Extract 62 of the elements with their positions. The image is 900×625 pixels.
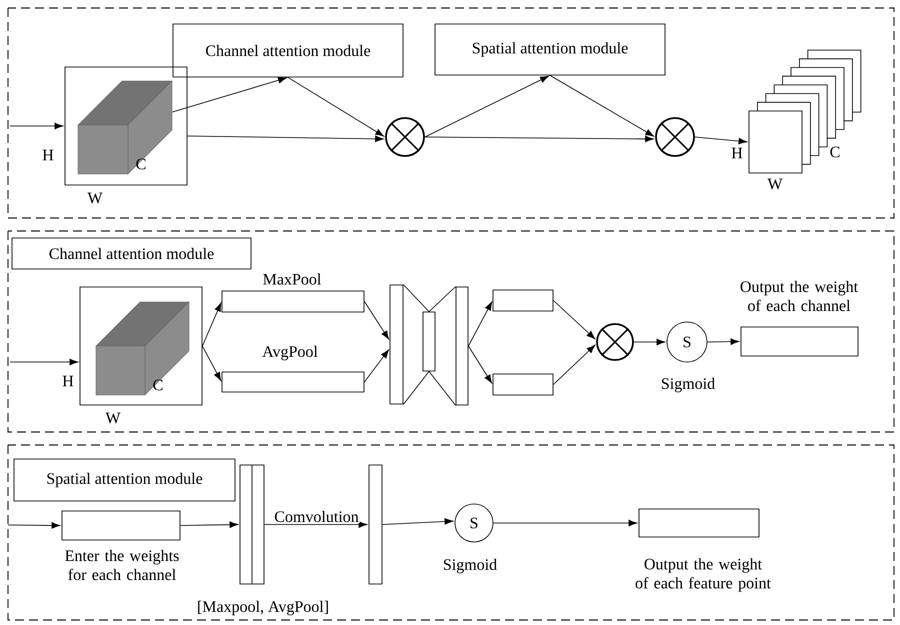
module-box: Spatial attention module bbox=[434, 24, 666, 76]
arrow bbox=[468, 302, 492, 346]
feature-bar bbox=[492, 290, 554, 312]
arrow bbox=[264, 521, 368, 528]
arrow bbox=[553, 300, 596, 340]
feature-map-stack-drawing: C bbox=[748, 50, 862, 174]
node-label: Output the weight of each channel bbox=[740, 280, 858, 312]
cube-drawing: C bbox=[80, 286, 202, 406]
arrow bbox=[187, 136, 384, 142]
axis-letter: W bbox=[767, 178, 783, 190]
arrow bbox=[202, 346, 222, 381]
arrow bbox=[180, 521, 238, 528]
multiply-symbol bbox=[596, 323, 634, 361]
pool-label: AvgPool bbox=[262, 346, 318, 360]
multiply-symbol bbox=[385, 117, 425, 157]
axis-letter: W bbox=[105, 412, 121, 424]
layer-bar bbox=[390, 284, 404, 404]
module-box: Channel attention module bbox=[12, 238, 252, 270]
function-label: Sigmoid bbox=[444, 558, 497, 574]
pool-label: MaxPool bbox=[263, 273, 322, 285]
arrow bbox=[364, 301, 390, 340]
input-box bbox=[62, 510, 180, 540]
arrow bbox=[550, 75, 654, 137]
arrow bbox=[493, 520, 638, 526]
output-box bbox=[638, 508, 760, 538]
arrow bbox=[10, 122, 64, 130]
arrow bbox=[634, 338, 666, 346]
arrow bbox=[382, 518, 454, 525]
multiply-symbol bbox=[655, 117, 695, 157]
axis-letter: H bbox=[62, 376, 74, 386]
arrow bbox=[468, 346, 492, 384]
arrow bbox=[553, 344, 596, 385]
arrow bbox=[10, 358, 78, 366]
arrow bbox=[707, 338, 740, 345]
layer-bar bbox=[422, 312, 436, 372]
axis-letter: W bbox=[87, 192, 103, 204]
node-label: [Maxpool, AvgPool] bbox=[198, 600, 328, 616]
pooling-bar bbox=[222, 290, 364, 312]
arrow bbox=[172, 77, 287, 112]
arrow bbox=[694, 136, 748, 144]
pooling-bar bbox=[222, 372, 364, 392]
arrow bbox=[288, 77, 384, 136]
arrow bbox=[8, 522, 60, 529]
arrow bbox=[424, 76, 549, 138]
feature-bar bbox=[492, 374, 554, 396]
axis-letter: H bbox=[42, 150, 54, 160]
layer-bar bbox=[456, 286, 468, 406]
edge-label: Comvolution bbox=[273, 510, 360, 524]
arrow bbox=[202, 302, 222, 346]
node-label: C bbox=[830, 146, 840, 158]
node-label: Enter the weights for each channel bbox=[65, 550, 179, 580]
arrow bbox=[424, 136, 654, 142]
arrow bbox=[364, 350, 389, 382]
pooling-layer-bar bbox=[240, 464, 264, 584]
convolution-bar bbox=[368, 464, 382, 584]
function-label: Sigmoid bbox=[662, 378, 715, 392]
module-box: Channel attention module bbox=[172, 24, 404, 78]
node-label: Output the weight of each feature point bbox=[636, 558, 771, 592]
output-box bbox=[740, 326, 858, 356]
cube-drawing: C bbox=[64, 66, 188, 186]
axis-letter: H bbox=[732, 148, 742, 158]
module-box: Spatial attention module bbox=[14, 458, 236, 502]
